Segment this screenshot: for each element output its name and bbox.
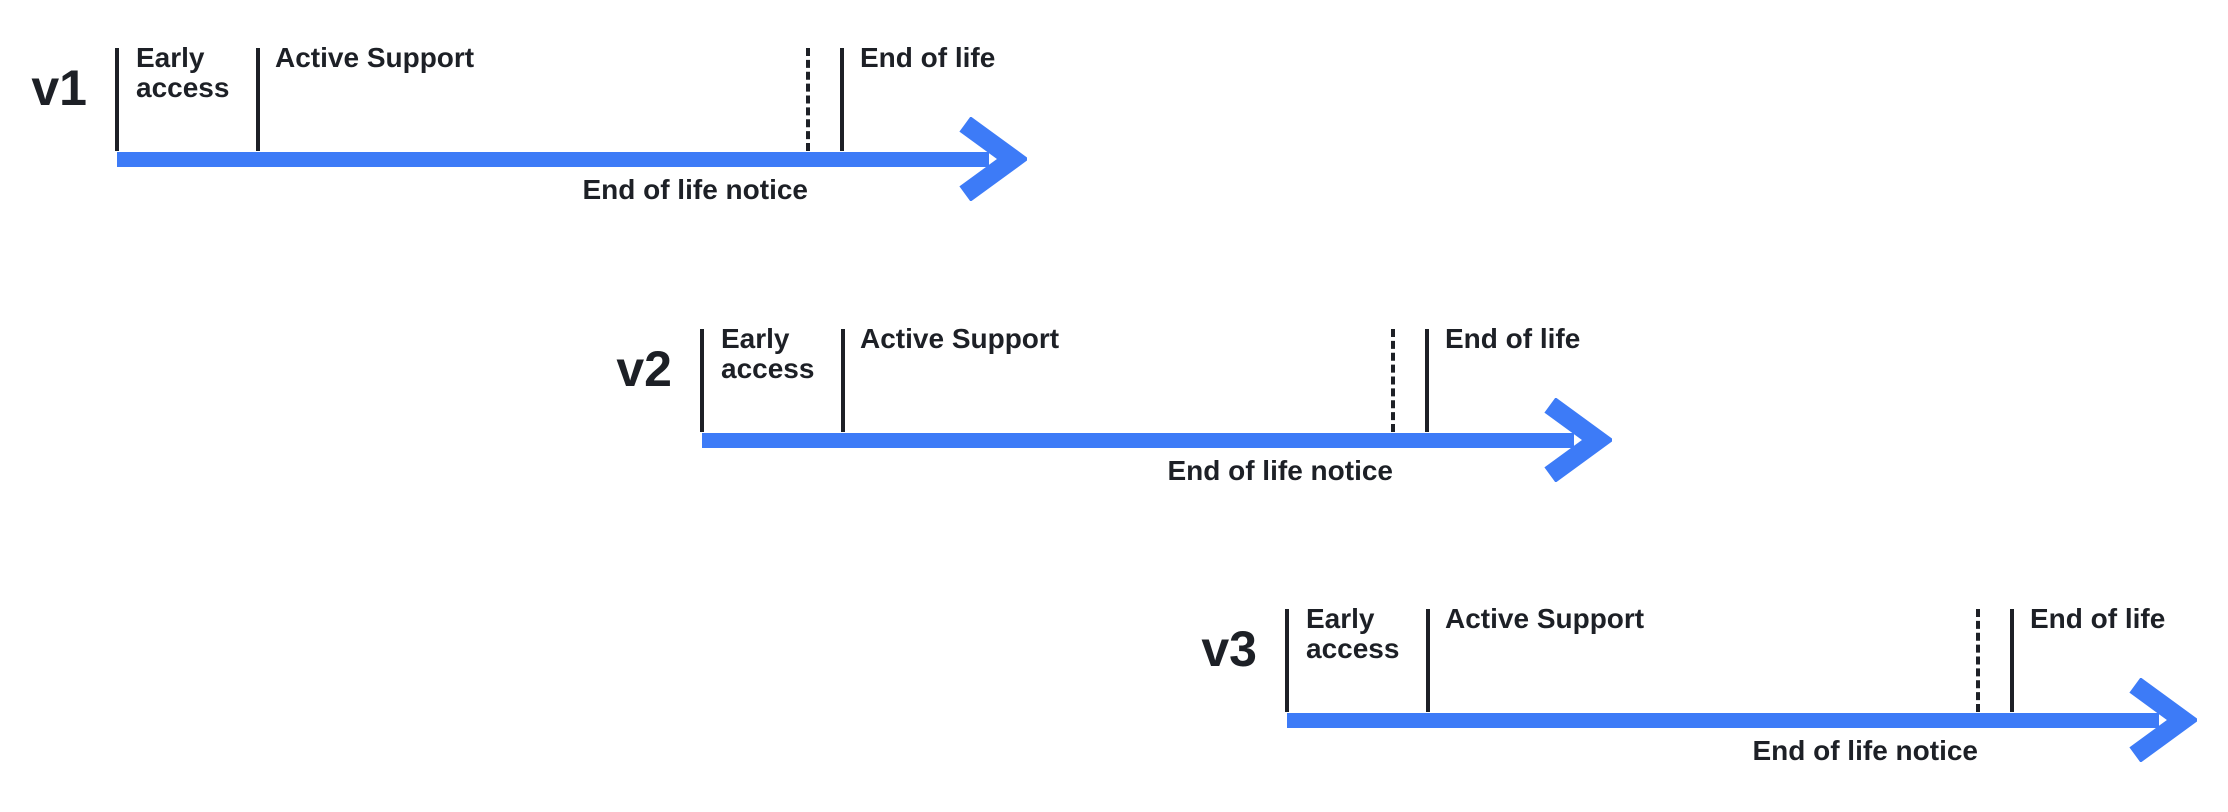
end-of-life-label: End of life [1445,323,1581,354]
active-support-start-tick [1426,609,1430,712]
timeline-arrowhead-icon [1544,398,1612,482]
end-of-life-tick [840,48,844,151]
eol-notice-dashed-line [806,48,810,151]
eol-notice-dashed-line [1391,329,1395,432]
end-of-life-label: End of life [2030,603,2166,634]
timeline-arrowhead-icon [959,117,1027,201]
version-label: v1 [31,60,87,116]
early-access-start-tick [1285,609,1289,712]
early-access-start-tick [700,329,704,432]
active-support-start-tick [256,48,260,151]
end-of-life-tick [2010,609,2014,712]
timeline-arrow-shaft [702,433,1574,448]
early-access-label: Early access [136,42,230,103]
timeline-arrowhead-icon [2129,678,2197,762]
active-support-label: Active Support [275,42,475,73]
end-of-life-tick [1425,329,1429,432]
active-support-start-tick [841,329,845,432]
end-of-life-notice-label: End of life notice [1752,735,1978,766]
eol-notice-dashed-line [1976,609,1980,712]
early-access-start-tick [115,48,119,151]
end-of-life-label: End of life [860,42,996,73]
timeline-arrow-shaft [117,152,989,167]
active-support-label: Active Support [1445,603,1645,634]
version-label: v2 [616,341,672,397]
version-label: v3 [1201,621,1257,677]
end-of-life-notice-label: End of life notice [1167,455,1393,486]
timeline-arrow-shaft [1287,713,2159,728]
early-access-label: Early access [1306,603,1400,664]
early-access-label: Early access [721,323,815,384]
end-of-life-notice-label: End of life notice [582,174,808,205]
active-support-label: Active Support [860,323,1060,354]
